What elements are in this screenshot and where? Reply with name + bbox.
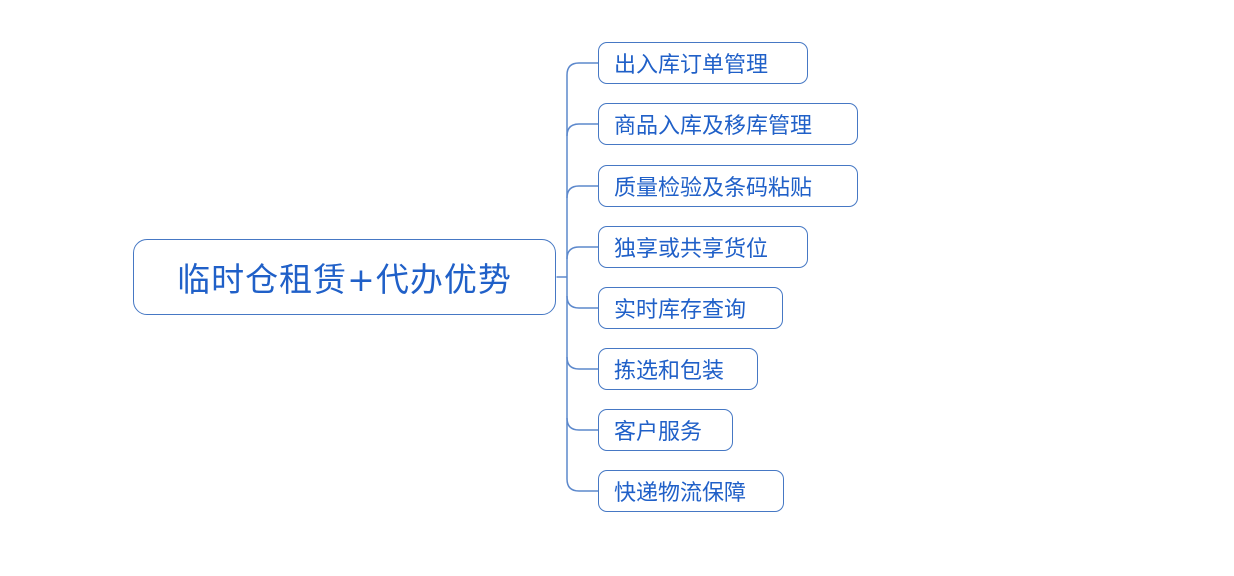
child-node[interactable]: 快递物流保障 <box>598 470 784 512</box>
child-node[interactable]: 出入库订单管理 <box>598 42 808 84</box>
child-node-label: 实时库存查询 <box>614 298 747 323</box>
child-node-label: 商品入库及移库管理 <box>614 114 813 139</box>
child-node-label: 出入库订单管理 <box>614 53 769 78</box>
child-node-label: 快递物流保障 <box>614 481 747 506</box>
child-node-label: 客户服务 <box>614 420 703 445</box>
child-node[interactable]: 商品入库及移库管理 <box>598 103 858 145</box>
root-node[interactable]: 临时仓租赁+代办优势 <box>133 239 556 315</box>
child-node[interactable]: 独享或共享货位 <box>598 226 808 268</box>
child-node-label: 独享或共享货位 <box>614 237 769 262</box>
child-node-label: 拣选和包装 <box>614 359 725 384</box>
child-node[interactable]: 实时库存查询 <box>598 287 783 329</box>
child-node[interactable]: 客户服务 <box>598 409 733 451</box>
child-node[interactable]: 质量检验及条码粘贴 <box>598 165 858 207</box>
child-node-label: 质量检验及条码粘贴 <box>614 176 813 201</box>
child-node[interactable]: 拣选和包装 <box>598 348 758 390</box>
root-node-label: 临时仓租赁+代办优势 <box>177 260 512 299</box>
